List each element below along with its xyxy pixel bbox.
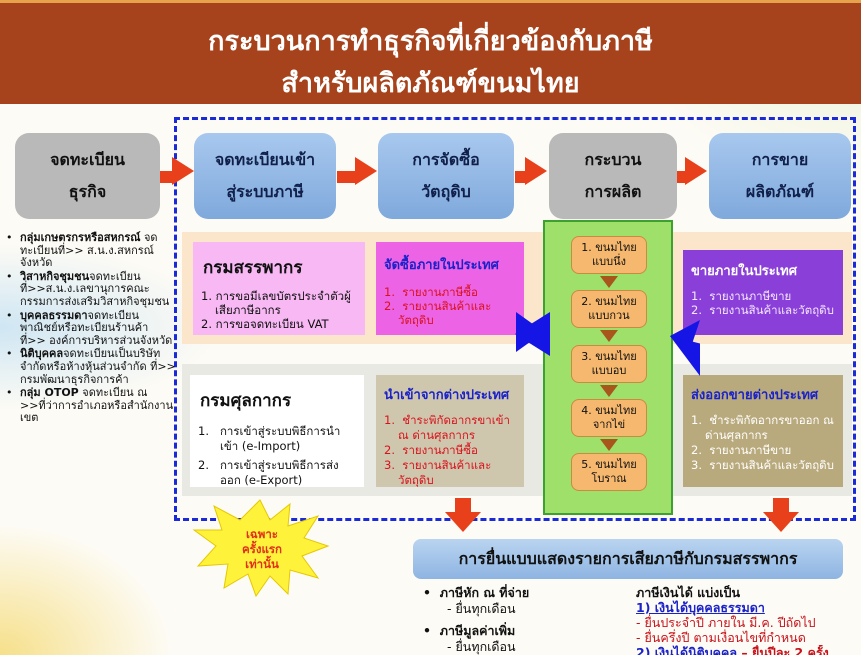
down-arrow [600,439,618,451]
header-register-tax: จดทะเบียนเข้า สู่ระบบภาษี [194,133,336,219]
export-sales-item: 1. ชำระพิกัดอากรขาออก ณ ด่านศุลกากร [691,413,834,442]
down-arrow [600,385,618,397]
customs-dept-title: กรมศุลกากร [200,391,292,411]
import-purchase-item: 2. รายงานภาษีซื้อ [384,443,478,457]
domestic-purchase-item: 1. รายงานภาษีซื้อ [384,285,478,299]
header-procurement: การจัดซื้อ วัตถุดิบ [378,133,514,219]
blue-arrow-to-export [670,336,700,376]
header-production: กระบวน การผลิต [549,133,677,219]
export-sales-title: ส่งออกขายต่างประเทศ [691,388,819,403]
revenue-item: 1. การขอมีเลขบัตรประจำตัวผู้เสียภาษีอากร [201,289,351,317]
import-purchase-title: นำเข้าจากต่างประเทศ [384,388,510,403]
business-registration-list: กลุ่มเกษตรกรหรือสหกรณ์ จดทะเบียนที่>> ส.… [6,231,176,426]
income-tax-corp: 2) เงินได้นิติบุคคล – ยื่นปีละ 2 ครั้ง [636,645,829,655]
income-tax-title: ภาษีเงินได้ แบ่งเป็น [636,585,741,600]
customs-item: 2. การเข้าสู่ระบบพิธีการส่งออก (e-Export… [198,458,339,487]
product-step-5: 5. ขนมไทย โบราณ [571,453,647,491]
down-arrow [600,330,618,342]
export-sales-item: 2. รายงานภาษีขาย [691,443,792,457]
list-item: นิติบุคคลจดทะเบียนเป็นบริษัทจำกัดหรือห้า… [6,348,176,386]
filing-types-list: • ภาษีหัก ณ ที่จ่าย - ยื่นทุกเดือน • ภาษ… [423,585,613,655]
import-purchase-box: นำเข้าจากต่างประเทศ 1. ชำระพิกัดอากรขาเข… [376,375,524,487]
down-arrow-right [763,498,799,532]
revenue-item: 2. การขอจดทะเบียน VAT [201,317,329,331]
list-item: วิสาหกิจชุมชนจดทะเบียนที่>>ส.น.ง.เลขานุก… [6,270,176,309]
first-time-only-burst [192,499,330,598]
blue-arrow-left [515,312,550,356]
product-step-2: 2. ขนมไทย แบบกวน [571,290,647,328]
production-steps-panel: 1. ขนมไทย แบบนึ่ง 2. ขนมไทย แบบกวน 3. ขน… [543,220,673,515]
list-item: กลุ่มเกษตรกรหรือสหกรณ์ จดทะเบียนที่>> ส.… [6,231,176,270]
vat-sub: - ยื่นทุกเดือน [447,639,516,654]
product-step-3: 3. ขนมไทย แบบอบ [571,345,647,383]
header-sales: การขาย ผลิตภัณฑ์ [709,133,851,219]
product-step-4: 4. ขนมไทย จากไข่ [571,399,647,437]
revenue-dept-box: กรมสรรพากร 1. การขอมีเลขบัตรประจำตัวผู้เ… [193,242,365,335]
withholding-sub: - ยื่นทุกเดือน [447,601,516,616]
customs-dept-box: กรมศุลกากร 1. การเข้าสู่ระบบพิธีการนำเข้… [190,375,364,487]
income-tax-personal-line1: - ยื่นประจำปี ภายใน มี.ค. ปีถัดไป [636,615,816,630]
export-sales-item: 3. รายงานสินค้าและวัตถุดิบ [691,458,834,472]
income-tax-personal-line2: - ยื่นครึ่งปี ตามเงื่อนไขที่กำหนด [636,630,806,645]
domestic-sales-item: 1. รายงานภาษีขาย [691,289,792,303]
title-line-2: สำหรับผลิตภัณฑ์ขนมไทย [281,68,580,99]
domestic-sales-title: ขายภายในประเทศ [691,264,798,279]
domestic-purchase-item: 2. รายงานสินค้าและวัตถุดิบ [384,299,492,327]
tax-filing-banner: การยื่นแบบแสดงรายการเสียภาษีกับกรมสรรพาก… [413,539,843,579]
income-tax-personal: 1) เงินได้บุคคลธรรมดา [636,600,765,615]
list-item: กลุ่ม OTOP จดทะเบียน ณ >>ที่ว่าการอำเภอห… [6,386,176,425]
withholding-title: • ภาษีหัก ณ ที่จ่าย [423,585,530,600]
domestic-sales-item: 2. รายงานสินค้าและวัตถุดิบ [691,303,834,317]
import-purchase-item: 3. รายงานสินค้าและวัตถุดิบ [384,458,492,487]
flow-arrows [515,312,700,376]
vat-title: • ภาษีมูลค่าเพิ่ม [423,623,516,638]
product-step-1: 1. ขนมไทย แบบนึ่ง [571,236,647,274]
export-sales-box: ส่งออกขายต่างประเทศ 1. ชำระพิกัดอากรขาออ… [683,375,843,487]
revenue-dept-title: กรมสรรพากร [203,258,303,278]
header-register-business: จดทะเบียน ธุรกิจ [15,133,160,219]
down-arrow-left [445,498,481,532]
domestic-purchase-title: จัดซื้อภายในประเทศ [384,258,499,273]
title-banner: กระบวนการทำธุรกิจที่เกี่ยวข้องกับภาษี สำ… [0,0,861,104]
blue-arrow-to-sales [670,320,700,356]
domestic-sales-box: ขายภายในประเทศ 1. รายงานภาษีขาย 2. รายงา… [683,250,843,335]
income-tax-info: ภาษีเงินได้ แบ่งเป็น 1) เงินได้บุคคลธรรม… [636,585,858,655]
domestic-purchase-box: จัดซื้อภายในประเทศ 1. รายงานภาษีซื้อ 2. … [376,242,524,335]
down-arrow [600,276,618,288]
title-line-1: กระบวนการทำธุรกิจที่เกี่ยวข้องกับภาษี [208,26,653,57]
customs-item: 1. การเข้าสู่ระบบพิธีการนำเข้า (e-Import… [198,424,341,453]
burst-label: เฉพาะ ครั้งแรกเท่านั้น [241,527,283,571]
list-item: บุคคลธรรมดาจดทะเบียนพาณิชย์หรือทะเบียนร้… [6,309,176,348]
import-purchase-item: 1. ชำระพิกัดอากรขาเข้า ณ ด่านศุลกากร [384,413,510,442]
